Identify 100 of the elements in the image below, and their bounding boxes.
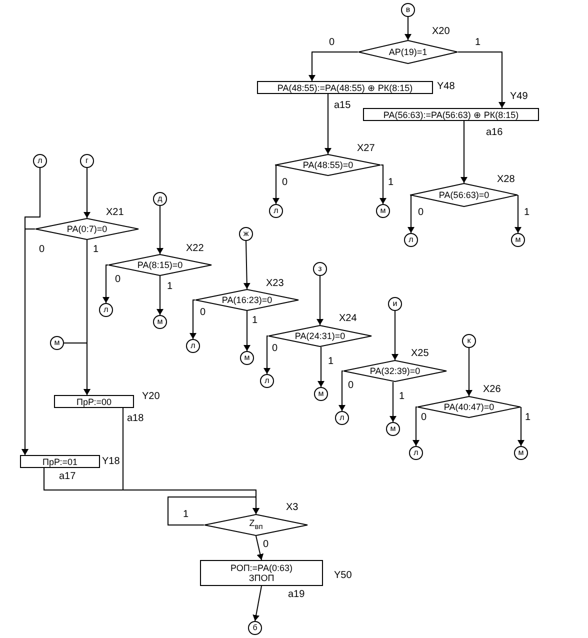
condition-text: АР(19)=1 <box>388 47 428 57</box>
connector-circle <box>335 411 349 425</box>
arrow <box>514 194 522 234</box>
decision-diamond <box>204 514 308 536</box>
connector-letter: г <box>86 157 88 165</box>
connector-letter: л <box>264 377 270 385</box>
edge-label: 0 <box>328 37 336 48</box>
arrow <box>318 346 324 388</box>
edge-label: 1 <box>524 412 532 423</box>
connector-circle <box>511 233 525 247</box>
block-label: X27 <box>357 143 375 154</box>
edge-label: а17 <box>58 471 77 482</box>
decision-diamond <box>108 254 212 276</box>
condition-text: РА(24:31)=0 <box>294 331 346 341</box>
edge-label: 0 <box>38 244 46 255</box>
connector-circle <box>313 262 327 276</box>
connector-letter: м <box>318 390 324 398</box>
connector-circle <box>239 227 253 241</box>
arrow <box>244 310 250 352</box>
condition-text: РА(8:15)=0 <box>137 260 183 270</box>
connector-circle <box>99 303 113 317</box>
arrow <box>324 94 332 154</box>
arrow <box>412 406 420 446</box>
arrow <box>256 536 264 560</box>
block-label: Y49 <box>510 91 528 102</box>
connector-circle <box>401 3 415 17</box>
block-label: X24 <box>339 313 357 324</box>
edge-label: 1 <box>474 37 482 48</box>
arrow <box>156 206 164 254</box>
connector-letter: д <box>158 195 162 203</box>
connector-letter: в <box>406 6 410 14</box>
block-label: X26 <box>483 384 501 395</box>
edge-label: 0 <box>199 307 207 318</box>
connector-letter: к <box>467 337 471 345</box>
connector-circle <box>409 446 423 460</box>
arrow <box>264 336 270 374</box>
edge-label: 0 <box>347 380 355 391</box>
edge-label: 0 <box>262 539 270 550</box>
action-text: РОП:=РА(0:63) <box>230 563 292 573</box>
connector-letter: м <box>244 354 250 362</box>
arrow <box>408 194 414 234</box>
block-label: X20 <box>432 26 450 37</box>
decision-diamond <box>410 183 518 207</box>
arrow <box>316 276 324 326</box>
block-label: Y48 <box>437 81 455 92</box>
block-label: Y20 <box>142 391 160 402</box>
connector-circle <box>269 204 283 218</box>
arrow <box>460 120 468 184</box>
arrow <box>458 52 506 108</box>
arrow <box>243 240 250 290</box>
condition-text: РА(0:7)=0 <box>66 224 108 234</box>
edge-label: 1 <box>523 207 531 218</box>
connector-letter: м <box>515 236 521 244</box>
connector-circle <box>260 374 274 388</box>
connector-circle <box>80 154 94 168</box>
arrow <box>84 168 90 218</box>
connector-circle <box>248 621 262 635</box>
edge-label: 1 <box>166 281 174 292</box>
connector-letter: л <box>38 157 42 165</box>
arrow <box>102 264 110 304</box>
process-box <box>54 395 134 408</box>
connector-letter: м <box>518 449 524 457</box>
edge-label: 0 <box>417 207 425 218</box>
connector-letter: л <box>104 306 108 314</box>
decision-diamond <box>358 40 458 64</box>
edge-label: а19 <box>287 589 306 600</box>
connector-circle <box>388 297 402 311</box>
connector-letter: м <box>380 207 386 215</box>
arrow <box>466 348 472 396</box>
arrow <box>252 586 262 622</box>
connector-circle <box>153 192 167 206</box>
edge-label: 1 <box>327 356 335 367</box>
edge-label: 1 <box>398 391 406 402</box>
edge-label: а15 <box>333 100 352 111</box>
edge-label: 0 <box>281 177 289 188</box>
connector-letter: м <box>157 318 163 326</box>
block-label: X28 <box>497 174 515 185</box>
decision-diamond <box>275 154 381 176</box>
connector-circle <box>314 387 328 401</box>
edge-label: 1 <box>387 177 395 188</box>
block-label: X21 <box>106 207 124 218</box>
condition-text: РА(32:39)=0 <box>370 366 420 376</box>
arrow <box>518 406 524 446</box>
connector-letter: л <box>340 414 344 422</box>
action-text: РА(48:55):=РА(48:55) ⊕ РК(8:15) <box>277 82 413 92</box>
arrow <box>392 310 398 360</box>
action-text: РА(56:63):=РА(56:63) ⊕ РК(8:15) <box>383 110 519 120</box>
process-box <box>20 455 100 468</box>
connector-circle <box>514 446 528 460</box>
condition-text: РА(48:55)=0 <box>302 160 354 170</box>
connector-letter: л <box>414 449 418 457</box>
connector-letter: б <box>252 624 258 632</box>
connector-circle <box>50 336 64 350</box>
connector-letter: з <box>318 265 322 273</box>
connector-letter: м <box>390 425 396 433</box>
arrow <box>338 370 346 412</box>
edge-label: 0 <box>271 343 279 354</box>
edge-label: а16 <box>485 127 504 138</box>
connector-circle <box>462 334 476 348</box>
arrow <box>22 228 36 456</box>
